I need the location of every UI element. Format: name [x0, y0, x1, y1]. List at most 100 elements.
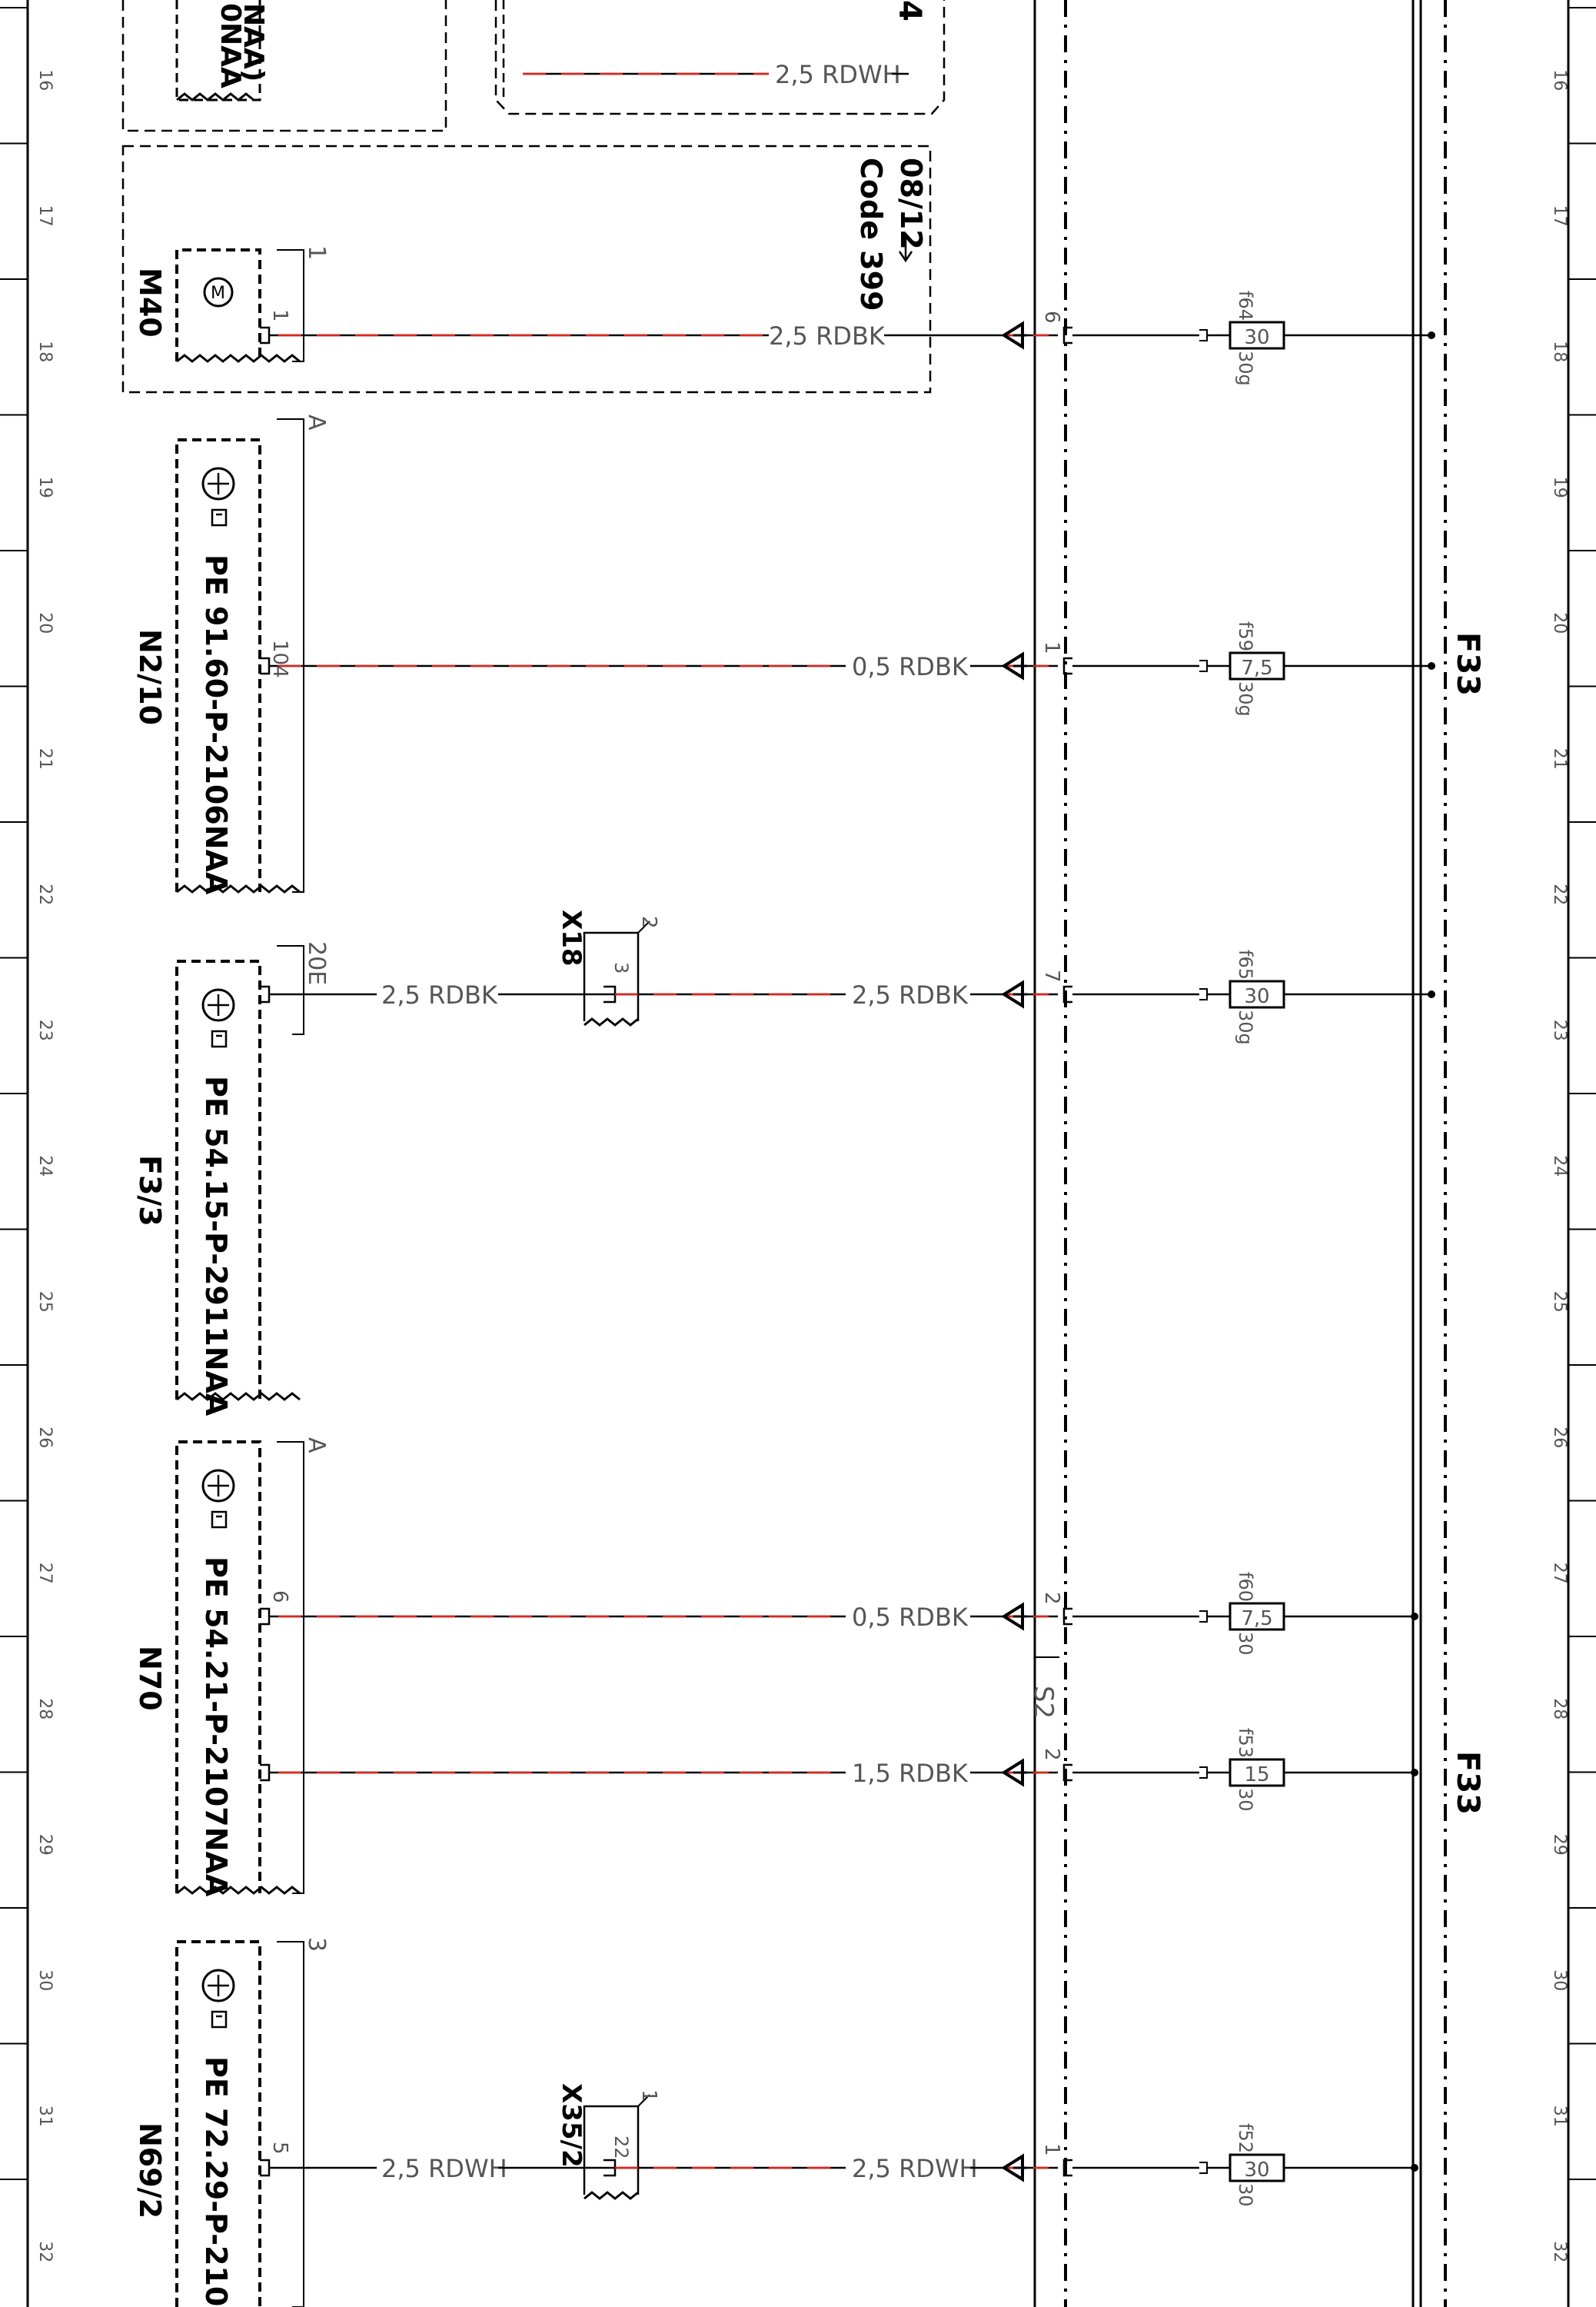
splice-s2: S2: [1028, 1656, 1059, 1719]
component-pin-number: 104: [268, 640, 291, 678]
row-number-left: 30: [35, 1969, 55, 1991]
inline-connector-pin-number: 3: [610, 962, 632, 974]
fuse-terminal-label: 30: [1235, 1632, 1256, 1656]
inline-connector-id: X35/2: [556, 2083, 587, 2168]
fuse-rating: 15: [1244, 1763, 1269, 1786]
component-break-line: [176, 1886, 301, 1895]
fuse-terminal: [1199, 660, 1208, 672]
component-pin-number: 5: [268, 2142, 291, 2155]
bus-pin-number: 1: [1040, 2143, 1063, 2156]
wire-label: 0,5 RDBK: [852, 652, 969, 681]
junction-dot: [1428, 662, 1435, 670]
top-mid-fragment: 2,5 RDWH 4: [494, 0, 946, 115]
component-pin-number: 6: [268, 1590, 291, 1603]
fuse-terminal: [1199, 2162, 1208, 2174]
circuit-f64: 2,5 RDBK 6 30 f64 30g: [278, 291, 1435, 386]
code-box-code: Code 399: [854, 158, 888, 311]
top-left-code: NAA): [238, 3, 269, 82]
fuse-rating: 30: [1244, 2159, 1269, 2182]
row-number-right: 20: [1550, 612, 1569, 634]
fuse-rating: 30: [1244, 985, 1269, 1008]
row-number-left: 24: [35, 1155, 55, 1177]
control-unit-icon-mark: [208, 994, 229, 1016]
bus-pin-number: 6: [1040, 311, 1063, 324]
bus-connector-pin: [1062, 657, 1072, 675]
component-id: N70: [133, 1646, 167, 1711]
row-number-left: 17: [35, 205, 55, 227]
component-connector-label: A: [303, 1437, 330, 1453]
wire-label: 2,5 RDBK: [852, 980, 969, 1010]
bus-connector-pin: [1062, 985, 1072, 1004]
row-number-left: 32: [35, 2241, 55, 2262]
fuse-terminal-label: 30: [1235, 1788, 1256, 1812]
fuse-id: f64: [1235, 291, 1256, 321]
component-outline: [175, 1940, 261, 2307]
top-mid-wire-label: 2,5 RDWH: [775, 60, 901, 89]
component-pin-number: 1: [268, 309, 291, 322]
component-part-number: PE 91.60-P-2106NAA: [199, 554, 233, 895]
hand-pointer-icon: [211, 2010, 228, 2029]
row-number-left: 27: [35, 1563, 55, 1584]
fuse-id: f60: [1235, 1572, 1256, 1602]
component-part-number: PE 54.15-P-2911NAA: [199, 1076, 233, 1416]
row-number-left: 26: [35, 1426, 55, 1448]
fuse-rating: 7,5: [1241, 657, 1272, 680]
component-part-number: PE 72.29-P-2102: [199, 2056, 233, 2307]
row-number-right: 28: [1550, 1698, 1569, 1719]
row-number-left: 16: [35, 69, 55, 91]
fuse-terminal: [1199, 329, 1208, 341]
component-break-line: [176, 884, 301, 894]
fuse-id: f53: [1235, 1728, 1256, 1758]
fuse-rating: 30: [1244, 326, 1269, 349]
row-number-left: 23: [35, 1020, 55, 1041]
wire-label: 2,5 RDBK: [769, 321, 886, 351]
component-connector-label: 3: [303, 1937, 330, 1952]
row-number-left: 18: [35, 341, 55, 362]
row-number-right: 21: [1550, 748, 1569, 770]
row-number-left: 28: [35, 1698, 55, 1719]
connector-bracket: [277, 249, 304, 362]
bus-pin-number: 2: [1040, 1748, 1063, 1761]
junction-dot: [1411, 1613, 1418, 1620]
row-number-right: 19: [1550, 477, 1569, 498]
control-unit-icon: [201, 467, 235, 501]
component-outline: [175, 438, 261, 892]
fuse-icon: [1229, 321, 1285, 350]
control-unit-icon: [201, 1969, 235, 2002]
component-outline: [175, 960, 261, 1400]
component-id: F3/3: [133, 1155, 167, 1227]
bus-pin-number: 1: [1040, 641, 1063, 654]
row-number-right: 30: [1550, 1969, 1569, 1991]
motor-icon: [203, 277, 234, 308]
code-box-date: 08/12: [894, 158, 928, 250]
inline-connector-pin-number: 22: [610, 2136, 632, 2159]
connector-bracket: [277, 418, 304, 893]
wire-label: 2,5 RDWH: [852, 2154, 978, 2183]
fuse-terminal: [1199, 1610, 1208, 1623]
inline-connector-x35-2: X35/2 1 22: [556, 2083, 660, 2200]
top-mid-digit: 4: [892, 0, 927, 22]
fuse-rating: 7,5: [1241, 1607, 1272, 1630]
fuse-terminal-label: 30g: [1235, 1010, 1256, 1045]
connector-bracket: [277, 1441, 304, 1894]
component-break-line: [176, 354, 301, 363]
code-399-box: 08/12 Code 399: [121, 145, 932, 394]
fuse-terminal-label: 30g: [1235, 351, 1256, 386]
fuse-id: f59: [1235, 621, 1256, 651]
component-id: N69/2: [133, 2122, 167, 2219]
control-unit-icon-mark: [208, 1475, 229, 1496]
wire-label: 2,5 RDBK: [381, 980, 498, 1010]
inline-connector-body: [583, 2105, 640, 2195]
inline-connector-number: 1: [637, 2089, 660, 2102]
component-outline: [175, 1440, 261, 1893]
inline-connector-tab: [637, 920, 650, 934]
row-number-left: 25: [35, 1291, 55, 1313]
fuse-terminal: [1199, 988, 1208, 1000]
junction-dot: [1411, 2164, 1418, 2172]
component-id: N2/10: [133, 629, 167, 725]
